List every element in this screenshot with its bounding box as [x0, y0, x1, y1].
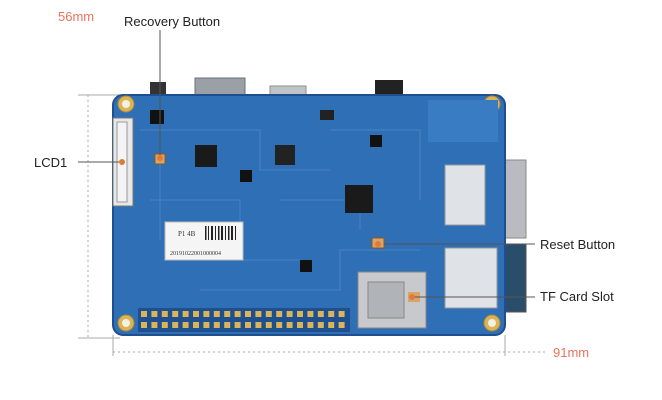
gpio-pin [172, 311, 179, 317]
tf-card-slot-label: TF Card Slot [540, 289, 614, 304]
sticker-barcode [205, 226, 236, 240]
gpio-pin [317, 311, 324, 317]
gpio-pin [276, 322, 283, 328]
gpio-pin [255, 311, 262, 317]
gpio-pin [297, 311, 303, 317]
gpio-pin [338, 311, 345, 317]
gpio-pin [265, 322, 272, 328]
gpio-pin [213, 322, 220, 328]
gpio-pin [141, 311, 147, 317]
gpio-pin [255, 322, 262, 328]
gpio-pin [307, 311, 314, 317]
gpio-pin [245, 322, 251, 328]
gpio-pin [193, 322, 199, 328]
recovery-dot [157, 155, 163, 161]
gpio-pin [234, 322, 241, 328]
sticker-line1: P1 4B [178, 230, 196, 238]
pcb-outline [112, 94, 506, 336]
gpio-header [138, 308, 350, 332]
lcd1-dot [119, 159, 125, 165]
gpio-pin [182, 311, 189, 317]
callout-lines [78, 30, 535, 298]
gpio-pin [328, 311, 335, 317]
serial-sticker [164, 221, 244, 261]
reset-button-label: Reset Button [540, 237, 616, 252]
gpio-pin [193, 311, 199, 317]
gpio-pin [265, 311, 272, 317]
chips [150, 110, 382, 272]
gpio-pin [224, 311, 231, 317]
reset-dot [375, 241, 381, 247]
gpio-pin [276, 311, 283, 317]
gpio-pin [172, 322, 179, 328]
gpio-pin [234, 311, 241, 317]
gpio-pin [151, 322, 158, 328]
gpio-pin [203, 322, 210, 328]
sticker-line2: 20191022001000004 [170, 251, 221, 257]
gpio-pin [307, 322, 314, 328]
gpio-pin [151, 311, 158, 317]
dimension-lines [78, 94, 545, 356]
gpio-pin [203, 311, 210, 317]
gpio-pin [297, 322, 303, 328]
tf-card-window [367, 281, 405, 319]
usb-pads [444, 164, 486, 226]
gpio-pin [161, 322, 168, 328]
gpio-pin [317, 322, 324, 328]
gpio-pin [141, 322, 147, 328]
gpio-pin [182, 322, 189, 328]
height-dimension-label: 56mm [58, 9, 95, 24]
silkscreen-block [428, 100, 498, 142]
gpio-pin [286, 311, 293, 317]
gpio-pin [224, 322, 231, 328]
width-dimension-label: 91mm [553, 345, 590, 360]
tf-dot [409, 294, 415, 300]
gpio-pin [286, 322, 293, 328]
gpio-pin [338, 322, 345, 328]
pcb-traces [140, 129, 421, 291]
gpio-pin [328, 322, 335, 328]
gpio-pin [161, 311, 168, 317]
gpio-pin [245, 311, 251, 317]
gpio-pin [213, 311, 220, 317]
recovery-button-label: Recovery Button [124, 14, 221, 29]
ethernet-pads [444, 247, 498, 309]
lcd1-label: LCD1 [34, 155, 68, 170]
